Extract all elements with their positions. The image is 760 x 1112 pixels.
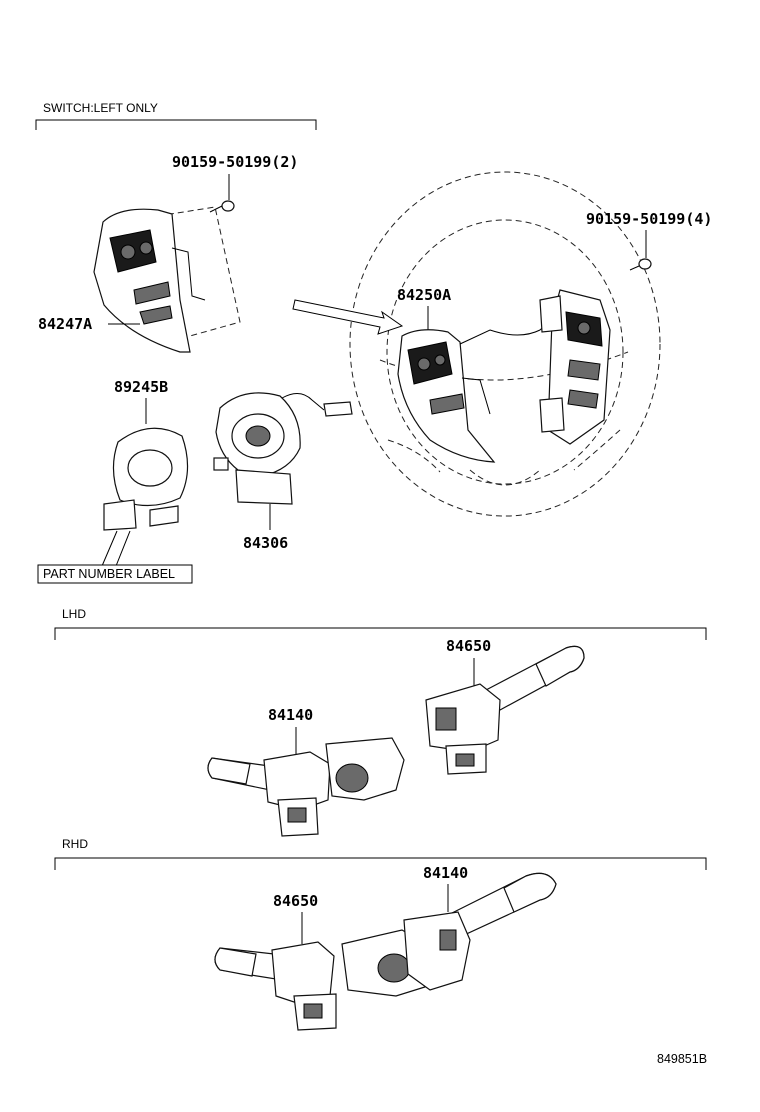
section-bracket-lhd [54, 627, 707, 640]
steering-switch-84247a[interactable] [93, 206, 241, 353]
part-number-label-box [37, 564, 193, 584]
callout-89245b[interactable]: 89245B [114, 378, 168, 396]
turn-signal-switch-84140-lhd[interactable] [207, 737, 405, 837]
clock-spring-84306[interactable] [213, 392, 353, 505]
spiral-cable-cover-89245b[interactable] [103, 427, 189, 531]
arrow-indicator-icon [292, 299, 404, 335]
diagram-id: 849851B [657, 1052, 707, 1066]
screw-icon [209, 200, 235, 213]
section-bracket-switch-left [35, 119, 317, 130]
wiper-switch-84650-rhd[interactable] [214, 941, 337, 1031]
leader-part-number-label [101, 530, 131, 567]
steering-switch-84250a[interactable] [397, 311, 561, 463]
callout-84306[interactable]: 84306 [243, 534, 288, 552]
turn-signal-switch-84140-rhd[interactable] [341, 872, 557, 997]
callout-84247a[interactable]: 84247A [38, 315, 92, 333]
section-title-switch-left: SWITCH:LEFT ONLY [43, 101, 158, 115]
callout-lhd-84650[interactable]: 84650 [446, 637, 491, 655]
section-bracket-rhd [54, 857, 707, 870]
callout-screw-2[interactable]: 90159-50199(2) [172, 153, 298, 171]
steering-switch-right[interactable] [539, 289, 611, 445]
section-title-rhd: RHD [62, 837, 88, 851]
section-title-lhd: LHD [62, 607, 86, 621]
callout-rhd-84650[interactable]: 84650 [273, 892, 318, 910]
wiper-switch-84650-lhd[interactable] [425, 645, 585, 775]
screw-icon [629, 258, 652, 271]
callout-lhd-84140[interactable]: 84140 [268, 706, 313, 724]
callout-84250a[interactable]: 84250A [397, 286, 451, 304]
callout-rhd-84140[interactable]: 84140 [423, 864, 468, 882]
callout-screw-4[interactable]: 90159-50199(4) [586, 210, 712, 228]
part-number-label-text: PART NUMBER LABEL [43, 567, 175, 581]
